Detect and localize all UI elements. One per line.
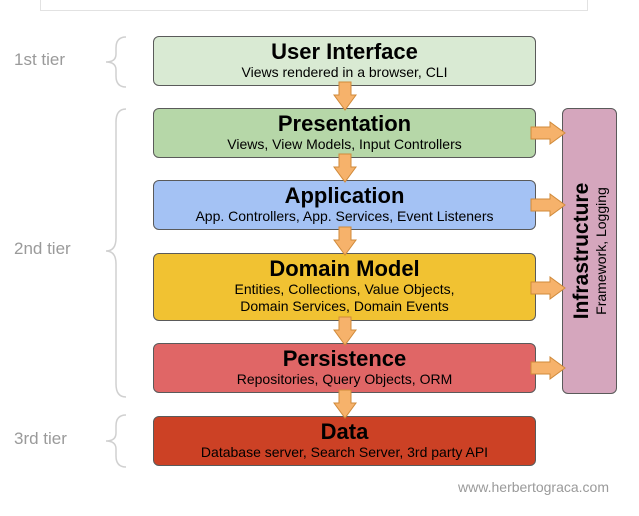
infrastructure-subtitle: Framework, Logging xyxy=(592,187,609,315)
layer-title: Presentation xyxy=(277,111,412,136)
layer-title: User Interface xyxy=(271,39,418,64)
layer-subtitle: Views rendered in a browser, CLI xyxy=(241,64,448,80)
infrastructure-box: Infrastructure Framework, Logging xyxy=(562,108,617,394)
right-arrow xyxy=(530,193,566,217)
tier-3-brace xyxy=(105,414,127,468)
layer-subtitle: Database server, Search Server, 3rd part… xyxy=(200,444,489,460)
layer-title: Domain Model xyxy=(269,256,420,281)
down-arrow xyxy=(333,226,357,256)
layer-domain-model: Domain Model Entities, Collections, Valu… xyxy=(153,253,536,321)
right-arrow xyxy=(530,356,566,380)
right-arrow xyxy=(530,276,566,300)
top-frame xyxy=(40,0,588,11)
down-arrow xyxy=(333,389,357,419)
layer-presentation: Presentation Views, View Models, Input C… xyxy=(153,108,536,158)
infrastructure-title: Infrastructure xyxy=(569,182,593,320)
tier-label-1st: 1st tier xyxy=(14,50,66,69)
tier-2-brace xyxy=(105,108,127,398)
infrastructure-text: Infrastructure Framework, Logging xyxy=(570,183,610,320)
footer-url: www.herbertograca.com xyxy=(458,479,609,495)
layer-subtitle: Repositories, Query Objects, ORM xyxy=(236,371,453,387)
down-arrow xyxy=(333,81,357,111)
layer-title: Persistence xyxy=(282,346,407,371)
layer-subtitle: Entities, Collections, Value Objects, Do… xyxy=(234,281,455,314)
tier-label-3rd: 3rd tier xyxy=(14,429,67,448)
layer-application: Application App. Controllers, App. Servi… xyxy=(153,180,536,230)
layer-user-interface: User Interface Views rendered in a brows… xyxy=(153,36,536,86)
layer-subtitle: App. Controllers, App. Services, Event L… xyxy=(195,208,494,224)
layer-persistence: Persistence Repositories, Query Objects,… xyxy=(153,343,536,393)
layer-title: Data xyxy=(320,419,369,444)
tier-1-brace xyxy=(105,36,127,88)
tier-label-2nd: 2nd tier xyxy=(14,239,71,258)
layer-data: Data Database server, Search Server, 3rd… xyxy=(153,416,536,466)
down-arrow xyxy=(333,153,357,183)
layer-subtitle: Views, View Models, Input Controllers xyxy=(227,136,462,152)
down-arrow xyxy=(333,316,357,346)
layer-title: Application xyxy=(284,183,405,208)
right-arrow xyxy=(530,121,566,145)
